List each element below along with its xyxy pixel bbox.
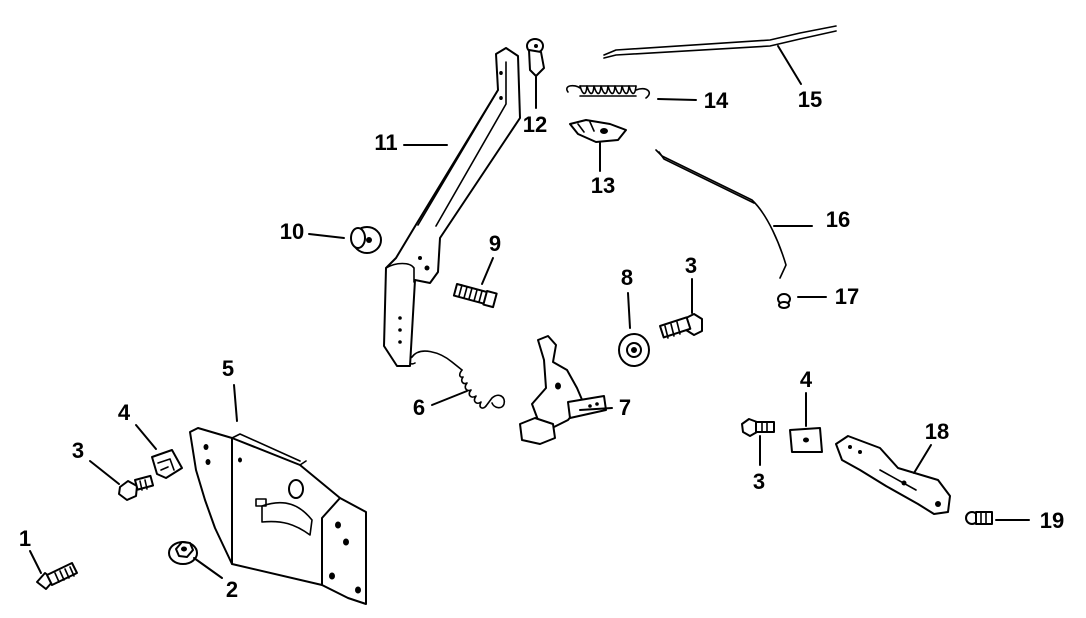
nut-part-2 xyxy=(168,541,198,565)
clip-part-4-left xyxy=(151,449,183,479)
leader-18 xyxy=(913,444,932,474)
spring-part-14 xyxy=(566,84,651,99)
callout-14: 14 xyxy=(703,88,729,113)
callout-3-right: 3 xyxy=(752,469,766,494)
leader-10 xyxy=(308,233,345,239)
lever-part-11 xyxy=(383,47,521,367)
rod-part-15 xyxy=(603,25,837,59)
callout-12: 12 xyxy=(522,112,548,137)
callout-13: 13 xyxy=(590,173,616,198)
leader-6 xyxy=(431,390,468,406)
clip-part-13 xyxy=(569,119,627,143)
grommet-part-17 xyxy=(777,293,791,309)
callout-3-left: 3 xyxy=(71,438,85,463)
screw-part-3-middle xyxy=(659,313,703,339)
callout-15: 15 xyxy=(797,87,823,112)
leader-lines xyxy=(29,45,1030,579)
leader-7 xyxy=(579,407,613,411)
leader-3a xyxy=(89,460,120,485)
screw-part-3-right xyxy=(741,418,775,437)
rod-part-16 xyxy=(655,149,787,279)
plate-part-18 xyxy=(835,435,951,515)
washer-part-8 xyxy=(618,333,650,367)
callout-11: 11 xyxy=(374,130,398,155)
clip-part-12 xyxy=(526,38,545,77)
callout-4-right: 4 xyxy=(799,367,813,392)
screw-part-3-left xyxy=(118,474,155,501)
leader-1 xyxy=(29,550,42,574)
stud-part-9 xyxy=(452,283,498,309)
leader-5 xyxy=(233,384,238,422)
callout-8: 8 xyxy=(620,265,634,290)
callout-5: 5 xyxy=(221,356,235,381)
bushing-part-10 xyxy=(350,226,382,254)
callout-6: 6 xyxy=(412,395,426,420)
bracket-part-7 xyxy=(519,335,607,445)
clip-part-4-right xyxy=(789,427,823,453)
callout-7: 7 xyxy=(618,395,632,420)
callout-18: 18 xyxy=(924,419,950,444)
leader-15 xyxy=(777,45,802,85)
callout-3-middle: 3 xyxy=(684,253,698,278)
leader-14 xyxy=(657,98,697,101)
callout-10: 10 xyxy=(279,219,305,244)
leader-4a xyxy=(135,424,157,450)
leader-2 xyxy=(193,557,223,579)
leader-8 xyxy=(627,292,631,329)
callout-19: 19 xyxy=(1039,508,1065,533)
callout-9: 9 xyxy=(488,231,502,256)
callout-17: 17 xyxy=(834,284,860,309)
callout-4-left: 4 xyxy=(117,400,131,425)
callout-1: 1 xyxy=(18,526,32,551)
plate-part-5 xyxy=(189,427,367,605)
callout-2: 2 xyxy=(225,577,239,602)
leader-9 xyxy=(481,257,494,285)
stud-part-19 xyxy=(965,511,993,525)
callout-16: 16 xyxy=(825,207,851,232)
bolt-part-1 xyxy=(36,562,78,590)
